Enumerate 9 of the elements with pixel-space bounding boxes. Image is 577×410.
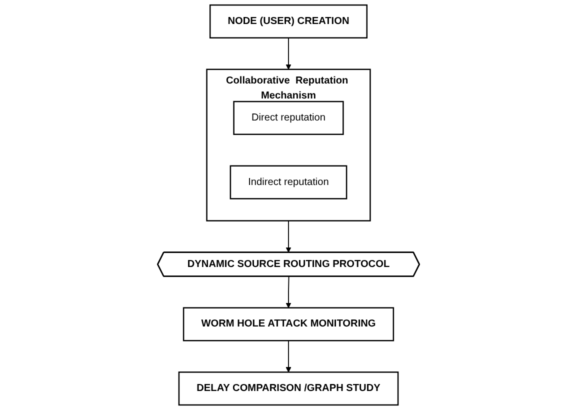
arrow bbox=[286, 37, 292, 70]
node-box: DELAY COMPARISON /GRAPH STUDY bbox=[178, 372, 399, 406]
arrow bbox=[286, 276, 292, 308]
node-box: WORM HOLE ATTACK MONITORING bbox=[182, 307, 394, 342]
node-box: NODE (USER) CREATION bbox=[209, 4, 368, 38]
node-box: Indirect reputation bbox=[230, 165, 348, 200]
arrow bbox=[286, 220, 292, 253]
node-box: Direct reputation bbox=[233, 100, 344, 135]
arrow bbox=[286, 340, 292, 372]
